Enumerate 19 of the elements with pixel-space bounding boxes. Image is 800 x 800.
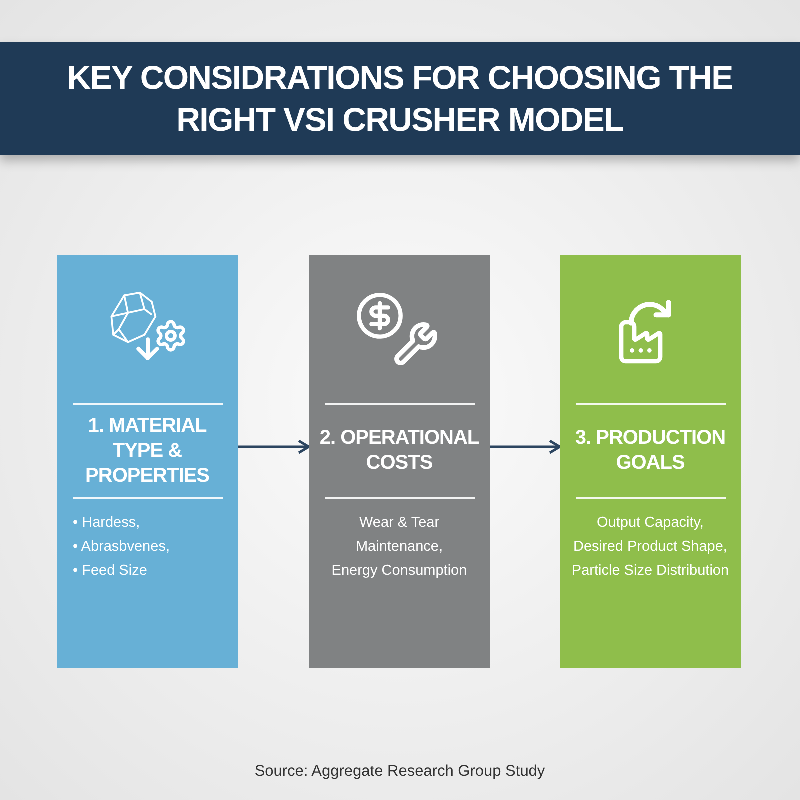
arrow: [238, 440, 310, 454]
arrow: [490, 440, 562, 454]
card-item: Desired Product Shape,: [574, 538, 728, 557]
title: KEY CONSIDRATIONS FOR CHOOSING THE RIGHT VSI CRUSHER MODEL: [66, 58, 734, 140]
card-heading: 2. OPERATIONAL COSTS: [318, 426, 480, 476]
card-item: Output Capacity,: [597, 514, 704, 533]
card-item: • Hardess,: [73, 514, 140, 533]
card-item: • Abrasbvenes,: [73, 538, 170, 557]
source-caption: Source: Aggregate Research Group Study: [254, 762, 546, 782]
card-item: • Feed Size: [73, 562, 148, 581]
card-item: Energy Consumption: [332, 562, 468, 581]
card-heading: 3. PRODUCTION GOALS: [574, 426, 727, 476]
card-item: Maintenance,: [356, 538, 444, 557]
category-card: [309, 255, 490, 668]
category-card: [57, 255, 238, 668]
card-item: Wear & Tear: [359, 514, 440, 533]
card-heading: 1. MATERIAL TYPE & PROPERTIES: [84, 414, 210, 488]
category-card: [560, 255, 741, 668]
card-item: Particle Size Distribution: [572, 562, 730, 581]
